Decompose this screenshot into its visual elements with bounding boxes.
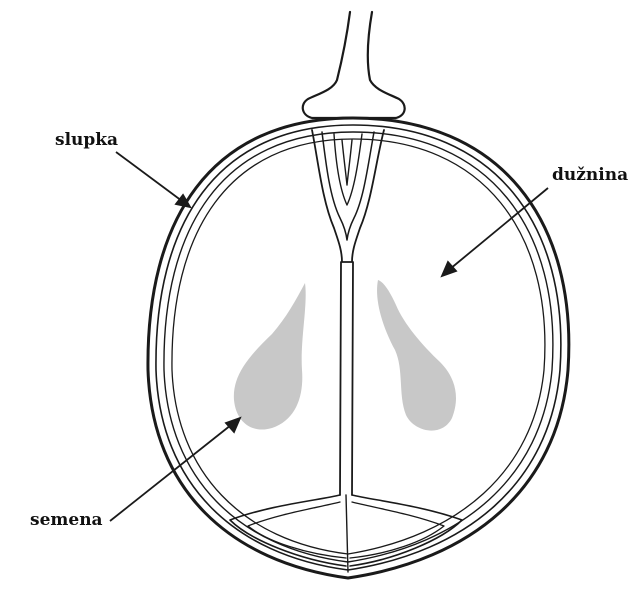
arrow-flesh-head — [442, 262, 456, 276]
label-skin: slupka — [55, 130, 118, 150]
septum-right — [352, 262, 353, 495]
central-funnel-mid — [322, 132, 374, 240]
seed-left — [234, 283, 306, 430]
central-funnel-outer — [312, 130, 384, 262]
arrow-skin — [116, 152, 182, 201]
skin-layer-3 — [172, 139, 545, 554]
stem — [303, 12, 405, 118]
funnel-tip — [342, 140, 352, 185]
seed-right — [377, 280, 456, 431]
outer-skin — [148, 118, 569, 578]
label-seeds: semena — [30, 510, 103, 530]
bottom-notch — [346, 495, 348, 572]
arrow-seeds-head — [226, 418, 240, 432]
arrow-seeds — [110, 425, 231, 521]
label-flesh: dužnina — [552, 165, 628, 185]
central-funnel-inner — [334, 134, 362, 205]
septum-left — [340, 262, 341, 495]
